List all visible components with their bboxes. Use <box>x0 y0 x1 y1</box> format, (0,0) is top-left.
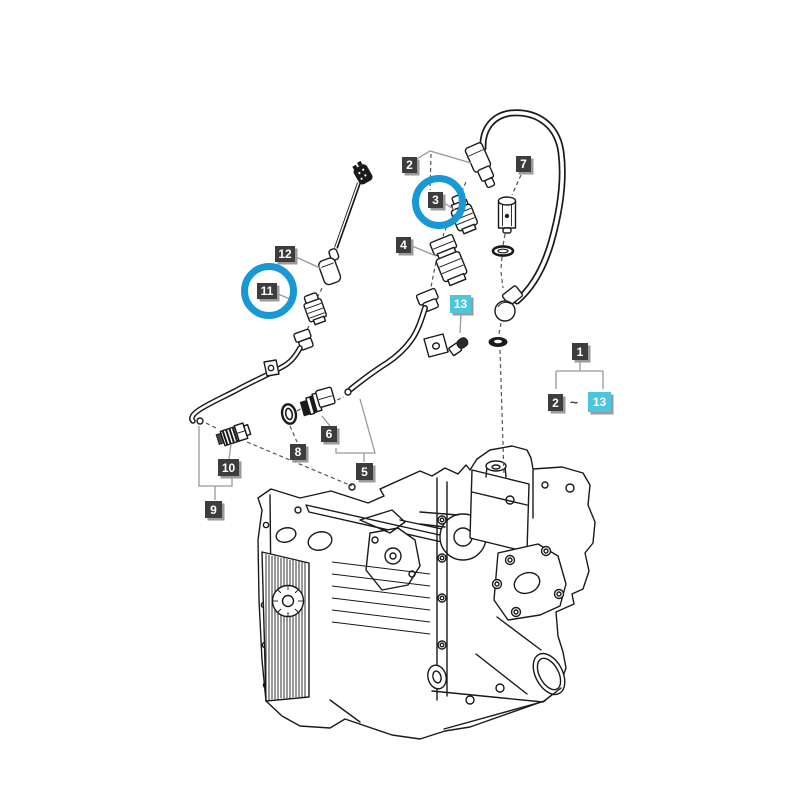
sleeve-part-12 <box>318 257 342 286</box>
callout-13-part-label: 13 <box>454 297 468 311</box>
callout-12-label: 12 <box>278 247 292 261</box>
plug-part-10 <box>215 422 252 447</box>
callout-11-label: 11 <box>261 284 274 298</box>
callout-9[interactable]: 9 <box>205 501 225 521</box>
callout-2-label: 2 <box>406 158 413 172</box>
callout-3-label: 3 <box>432 193 439 207</box>
callout-3[interactable]: 3 <box>428 192 446 211</box>
callout-8[interactable]: 8 <box>290 444 309 463</box>
coupler-part-4 <box>429 234 468 287</box>
callout-1[interactable]: 1 <box>572 343 591 363</box>
dipstick-connector <box>328 160 373 261</box>
callout-6-label: 6 <box>326 427 333 441</box>
hose-crimp-fitting <box>464 142 496 189</box>
legend-callout-2-label: 2 <box>552 396 559 410</box>
plug-part-13 <box>448 337 469 357</box>
case-ribs <box>331 561 431 635</box>
highlight-circle-11 <box>241 263 297 319</box>
legend-callout-2[interactable]: 2 <box>548 394 566 414</box>
callout-6[interactable]: 6 <box>321 426 340 445</box>
fitting-part-6 <box>299 386 336 417</box>
elbow-tube-part-5 <box>344 287 449 396</box>
callout-11[interactable]: 11 <box>257 283 280 302</box>
cooling-fins <box>265 554 306 700</box>
callout-5-label: 5 <box>361 465 368 479</box>
leader-lines <box>198 150 604 500</box>
suction-tube-part-9 <box>189 345 303 425</box>
transmission-case <box>257 445 596 740</box>
callout-7[interactable]: 7 <box>516 156 534 175</box>
callout-4-label: 4 <box>400 238 407 252</box>
callout-10[interactable]: 10 <box>218 459 242 479</box>
highlight-circle-3 <box>412 175 466 229</box>
hose-banjo-end <box>494 285 524 322</box>
banjo-bolt-part-7 <box>497 196 517 234</box>
callout-2[interactable]: 2 <box>402 157 420 176</box>
tube-fitting-below-11 <box>293 328 314 351</box>
callout-4[interactable]: 4 <box>396 237 414 256</box>
legend-callout-13[interactable]: 13 <box>588 392 614 415</box>
o-ring-part-8 <box>280 403 298 425</box>
o-ring-lower <box>488 337 508 347</box>
oil-hose <box>479 109 566 305</box>
legend-callout-13-label: 13 <box>593 395 607 409</box>
callout-10-label: 10 <box>222 461 236 475</box>
plug-part-11 <box>303 292 328 326</box>
callout-5[interactable]: 5 <box>356 463 376 483</box>
o-ring-upper <box>491 245 515 257</box>
callout-9-label: 9 <box>210 503 217 517</box>
callout-8-label: 8 <box>295 445 302 459</box>
callout-12[interactable]: 12 <box>275 246 298 265</box>
radial-recess <box>273 586 303 616</box>
callout-1-label: 1 <box>577 345 584 359</box>
callout-7-label: 7 <box>520 157 527 171</box>
callout-13-part[interactable]: 13 <box>450 295 474 316</box>
legend: 1 2 ~ 13 <box>548 343 614 415</box>
legend-separator: ~ <box>570 394 578 410</box>
exploded-axis-lines <box>205 153 522 487</box>
